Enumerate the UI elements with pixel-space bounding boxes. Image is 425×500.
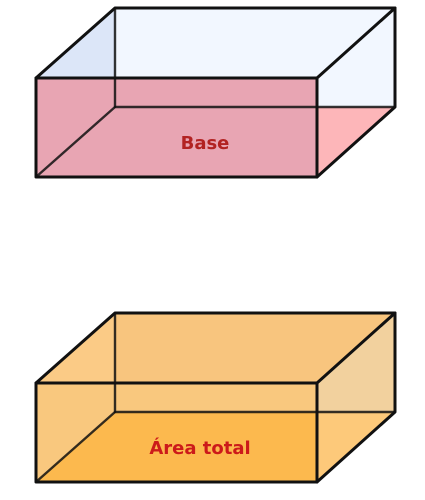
front-face [36,78,317,177]
top-face [36,313,395,383]
top-edges [34,6,397,80]
bottom-face [36,412,317,482]
prism-base: Base [34,6,397,179]
base-label: Base [181,133,230,154]
prism-total-area: Área total [34,311,397,484]
right-edges [315,6,397,179]
total-area-label: Área total [149,437,250,459]
top-edges [34,311,397,385]
right-edges [315,311,397,484]
top-face [36,8,395,78]
